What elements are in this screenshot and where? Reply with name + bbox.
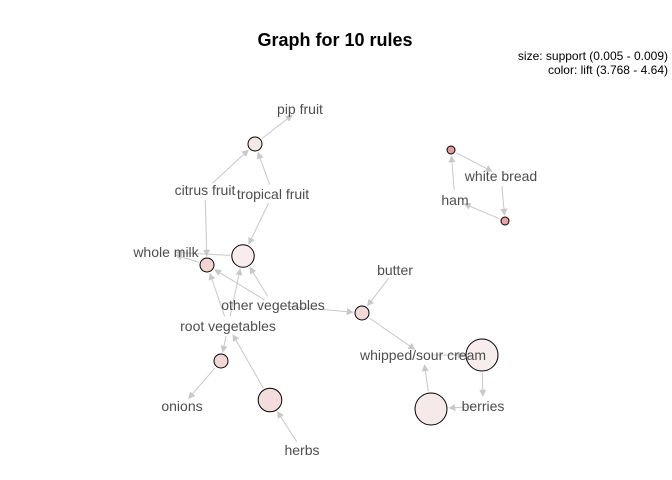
item-label-ham: ham <box>441 192 468 208</box>
rule-node-r8[interactable] <box>414 392 448 426</box>
edge-tropical_fruit-to-r1 <box>256 151 271 185</box>
edge-r2-to-whole_milk <box>175 249 230 257</box>
edge-herbs-to-r5 <box>277 411 298 442</box>
edges-layer <box>174 114 508 442</box>
edge-citrus_fruit-to-r3 <box>203 199 211 257</box>
edge-tropical_fruit-to-r2 <box>248 202 270 245</box>
edge-white_bread-to-r9 <box>500 185 508 216</box>
edge-r10-to-white_bread <box>456 152 493 172</box>
rule-node-r10[interactable] <box>446 145 456 155</box>
edge-other_vegetables-to-r6 <box>282 305 354 316</box>
edge-butter-to-r6 <box>367 277 390 307</box>
edge-r1-to-pip_fruit <box>261 114 293 139</box>
rule-node-r3[interactable] <box>199 257 215 273</box>
edge-r5-to-root_vegetables <box>232 334 264 389</box>
item-label-white-bread: white bread <box>464 168 537 184</box>
edge-r4-to-onions <box>188 367 216 399</box>
item-label-other-vegetables: other vegetables <box>221 297 325 313</box>
item-label-root-vegetables: root vegetables <box>180 318 276 334</box>
item-label-butter: butter <box>377 262 413 278</box>
rule-node-r9[interactable] <box>500 216 510 226</box>
edge-r9-to-ham <box>463 203 500 220</box>
item-label-pip-fruit: pip fruit <box>277 101 323 117</box>
item-label-herbs: herbs <box>284 442 319 458</box>
graph-title: Graph for 10 rules <box>257 30 412 50</box>
legend-color: color: lift (3.768 - 4.64) <box>548 63 668 77</box>
edge-other_vegetables-to-r2 <box>249 266 269 297</box>
rule-node-r7[interactable] <box>465 338 499 372</box>
rule-nodes-layer <box>199 136 510 426</box>
rule-node-r6[interactable] <box>354 305 370 321</box>
item-label-citrus-fruit: citrus fruit <box>175 182 236 198</box>
edge-r6-to-whipped_sour_cream <box>369 317 416 350</box>
item-label-berries: berries <box>462 398 505 414</box>
legend-size: size: support (0.005 - 0.009) <box>518 49 668 63</box>
edge-root_vegetables-to-r2 <box>229 268 243 317</box>
edge-root_vegetables-to-r4 <box>220 335 228 353</box>
edge-ham-to-r10 <box>448 155 456 191</box>
rule-node-r5[interactable] <box>257 387 283 413</box>
rule-node-r4[interactable] <box>213 353 229 369</box>
edge-berries-to-r8 <box>448 404 474 412</box>
edge-root_vegetables-to-r3 <box>208 272 226 317</box>
rule-node-r1[interactable] <box>247 136 263 152</box>
edge-other_vegetables-to-r3 <box>214 269 265 301</box>
item-label-whole-milk: whole milk <box>132 244 199 260</box>
item-label-whipped-sour-cream: whipped/sour cream <box>359 347 486 363</box>
item-label-tropical-fruit: tropical fruit <box>237 186 309 202</box>
item-label-onions: onions <box>161 398 202 414</box>
edge-r3-to-whole_milk <box>174 253 199 263</box>
edge-r8-to-whipped_sour_cream <box>421 364 429 392</box>
edge-citrus_fruit-to-r1 <box>212 149 249 184</box>
rule-node-r2[interactable] <box>231 244 255 268</box>
